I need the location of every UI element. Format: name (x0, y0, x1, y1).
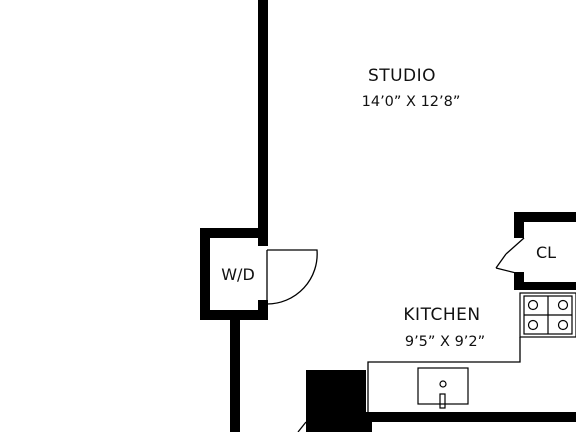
closet-door-joint (495, 253, 507, 269)
kitchen-label: KITCHEN (403, 305, 480, 325)
entry-door-edge (297, 421, 307, 432)
burner-2 (557, 299, 569, 311)
closet-label: CL (536, 243, 556, 262)
lower-left-wall (230, 310, 240, 432)
closet-left-wall-bottom (514, 272, 524, 288)
studio-walls (200, 0, 268, 432)
closet-bottom-wall (514, 282, 576, 290)
kitchen-dimensions: 9’5” X 9’2” (405, 334, 485, 350)
kitchen-bottom-wall (368, 412, 576, 422)
closet-door (495, 237, 525, 275)
wd-alcove-top-wall (200, 228, 268, 238)
wd-alcove-left-wall (200, 228, 210, 320)
studio-left-wall-upper (258, 0, 268, 246)
counter-edge (367, 337, 521, 412)
wd-label: W/D (221, 265, 255, 284)
wd-door-swing (266, 249, 318, 305)
refrigerator (306, 370, 366, 432)
burner-4 (557, 319, 569, 331)
burner-1 (527, 299, 539, 311)
sink (417, 367, 469, 409)
closet-door-leaf-top (505, 237, 525, 255)
kitchen-left-wall-bottom (362, 412, 372, 432)
sink-faucet (439, 393, 446, 409)
closet-walls (514, 212, 576, 290)
wd-alcove-right-stub-bottom (258, 300, 268, 320)
closet-door-leaf-bottom (495, 267, 521, 275)
burner-3 (527, 319, 539, 331)
sink-basin (417, 367, 469, 405)
studio-label: STUDIO (368, 66, 436, 86)
closet-top-wall (514, 212, 576, 222)
wd-door (266, 249, 318, 305)
stove (519, 292, 576, 338)
studio-dimensions: 14’0” X 12’8” (362, 94, 461, 110)
closet-left-wall-top (514, 212, 524, 238)
stove-outline (519, 292, 576, 338)
kitchen-counter (367, 337, 521, 412)
sink-drain (439, 380, 447, 388)
